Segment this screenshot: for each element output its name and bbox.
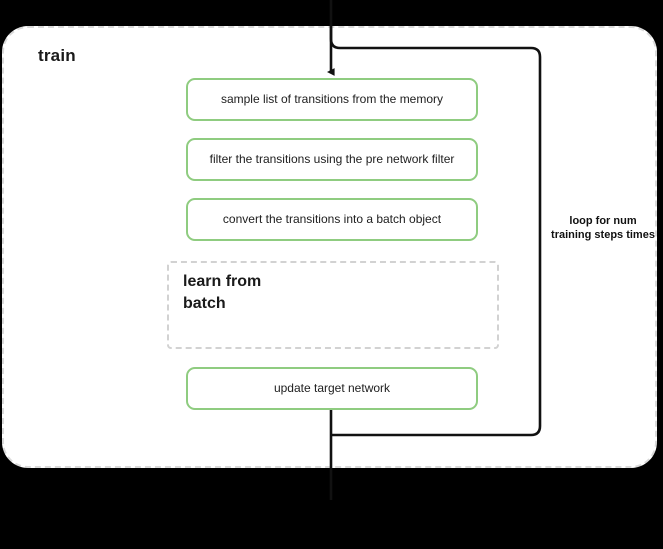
process-box-update-target-network-label: update target network — [273, 381, 391, 395]
process-box-sample-label: sample list of transitions from the memo… — [220, 92, 444, 106]
subblock-learn-from-batch-label: learn from batch — [183, 273, 262, 312]
process-box-filter[interactable]: filter the transitions using the pre net… — [186, 138, 478, 181]
process-box-update-target-network[interactable]: update target network — [186, 367, 478, 410]
process-box-convert-label: convert the transitions into a batch obj… — [222, 212, 442, 226]
process-box-convert[interactable]: convert the transitions into a batch obj… — [186, 198, 478, 241]
process-box-filter-label: filter the transitions using the pre net… — [209, 152, 455, 166]
subblock-learn-from-batch[interactable]: learn from batch — [167, 261, 499, 349]
loop-annotation-label: loop for num training steps times — [551, 215, 655, 242]
page-title: train — [38, 46, 76, 65]
process-box-sample[interactable]: sample list of transitions from the memo… — [186, 78, 478, 121]
